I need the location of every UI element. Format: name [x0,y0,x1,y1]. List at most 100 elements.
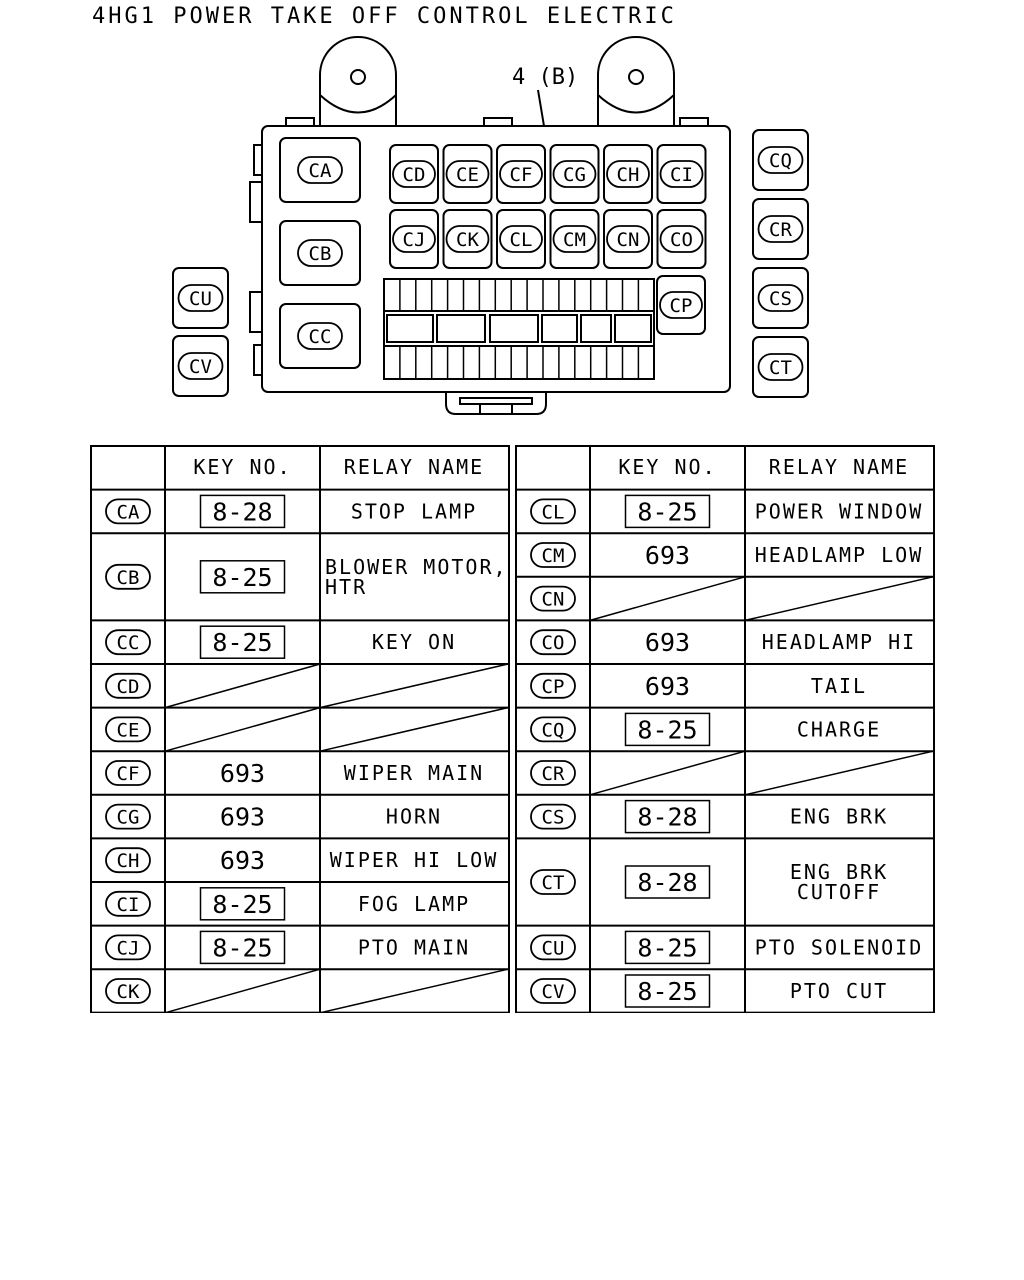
relay-label: CN [617,229,640,251]
relay-id: CG [117,807,140,829]
relay-cv: CV [172,335,229,397]
table-row: CJ 8-25 PTO MAIN [105,930,470,965]
relay-label: CK [456,229,479,251]
key-no: 8-28 [637,868,697,897]
relay-label: CR [769,219,792,241]
header-key-no: KEY NO. [618,455,716,479]
page-title: 4HG1 POWER TAKE OFF CONTROL ELECTRIC [92,4,677,29]
relay-label: CD [403,164,426,186]
relay-label: CG [563,164,586,186]
table-row: CD [105,663,509,709]
relay-cj: CJ [389,209,439,269]
relay-cu: CU [172,267,229,329]
relay-name: PTO SOLENOID [755,935,924,959]
relay-ck: CK [442,209,493,269]
relay-id: CM [542,545,565,567]
callout-label: 4 (B) [512,65,578,90]
relay-ci: CI [656,144,707,204]
relay-label: CQ [769,150,792,172]
relay-id: CA [117,501,140,523]
key-no: 8-28 [212,497,272,526]
relay-cm: CM [549,209,600,269]
relay-cf: CF [496,144,546,204]
key-no: 693 [220,846,265,875]
table-row: CN [530,576,934,622]
relay-name: STOP LAMP [351,499,477,523]
relay-id: CU [542,937,565,959]
relay-id: CV [542,981,565,1003]
relay-name: POWER WINDOW [755,499,924,523]
header-relay-name: RELAY NAME [769,455,909,479]
key-no: 8-25 [212,933,272,962]
relay-cn: CN [603,209,653,269]
relay-ct: CT [752,336,809,398]
relay-name: CHARGE [797,717,881,741]
key-no: 8-25 [637,977,697,1006]
relay-name: FOG LAMP [358,892,470,916]
relay-id: CC [117,632,140,654]
relay-label: CU [189,288,212,310]
relay-label: CI [670,164,693,186]
relay-label: CP [670,295,693,317]
relay-id: CI [117,894,140,916]
relay-label: CO [670,229,693,251]
relay-name: TAIL [811,674,867,698]
relay-cq: CQ [752,129,809,191]
header-key-no: KEY NO. [193,455,291,479]
relay-id: CJ [117,937,140,959]
relay-name: BLOWER MOTOR, [325,555,508,579]
table-row: CE [105,706,509,752]
header-relay-name: RELAY NAME [344,455,484,479]
relay-co: CO [656,209,707,269]
relay-ce: CE [442,144,493,204]
key-no: 8-25 [212,563,272,592]
table-row: CU 8-25 PTO SOLENOID [530,930,924,965]
key-no: 693 [645,628,690,657]
relay-label: CV [189,356,212,378]
relay-name: ENG BRK [790,805,888,829]
relay-label: CE [456,164,479,186]
relay-cd: CD [389,144,439,204]
relay-label: CS [769,288,792,310]
relay-id: CP [542,676,565,698]
relay-cc: CC [279,303,361,369]
relay-id: CL [542,501,565,523]
relay-id: CF [117,763,140,785]
table-row: CM 693 HEADLAMP LOW [530,541,924,570]
key-no: 8-25 [212,628,272,657]
relay-ch: CH [603,144,653,204]
relay-ca: CA [279,137,361,203]
table-row: CA 8-28 STOP LAMP [105,494,477,529]
relay-id: CS [542,807,565,829]
relay-id: CD [117,676,140,698]
table-row: CR [530,750,934,796]
key-no: 693 [645,541,690,570]
relay-id: CH [117,850,140,872]
relay-label: CM [563,229,586,251]
relay-label: CH [617,164,640,186]
key-no: 8-25 [637,933,697,962]
relay-id: CQ [542,719,565,741]
relay-id: CK [117,981,140,1003]
relay-cg: CG [549,144,600,204]
relay-id: CR [542,763,565,785]
relay-cl: CL [496,209,546,269]
relay-name: PTO MAIN [358,935,470,959]
relay-name: HEADLAMP LOW [755,543,924,567]
key-no: 8-25 [212,890,272,919]
table-row: CI 8-25 FOG LAMP [105,887,470,921]
